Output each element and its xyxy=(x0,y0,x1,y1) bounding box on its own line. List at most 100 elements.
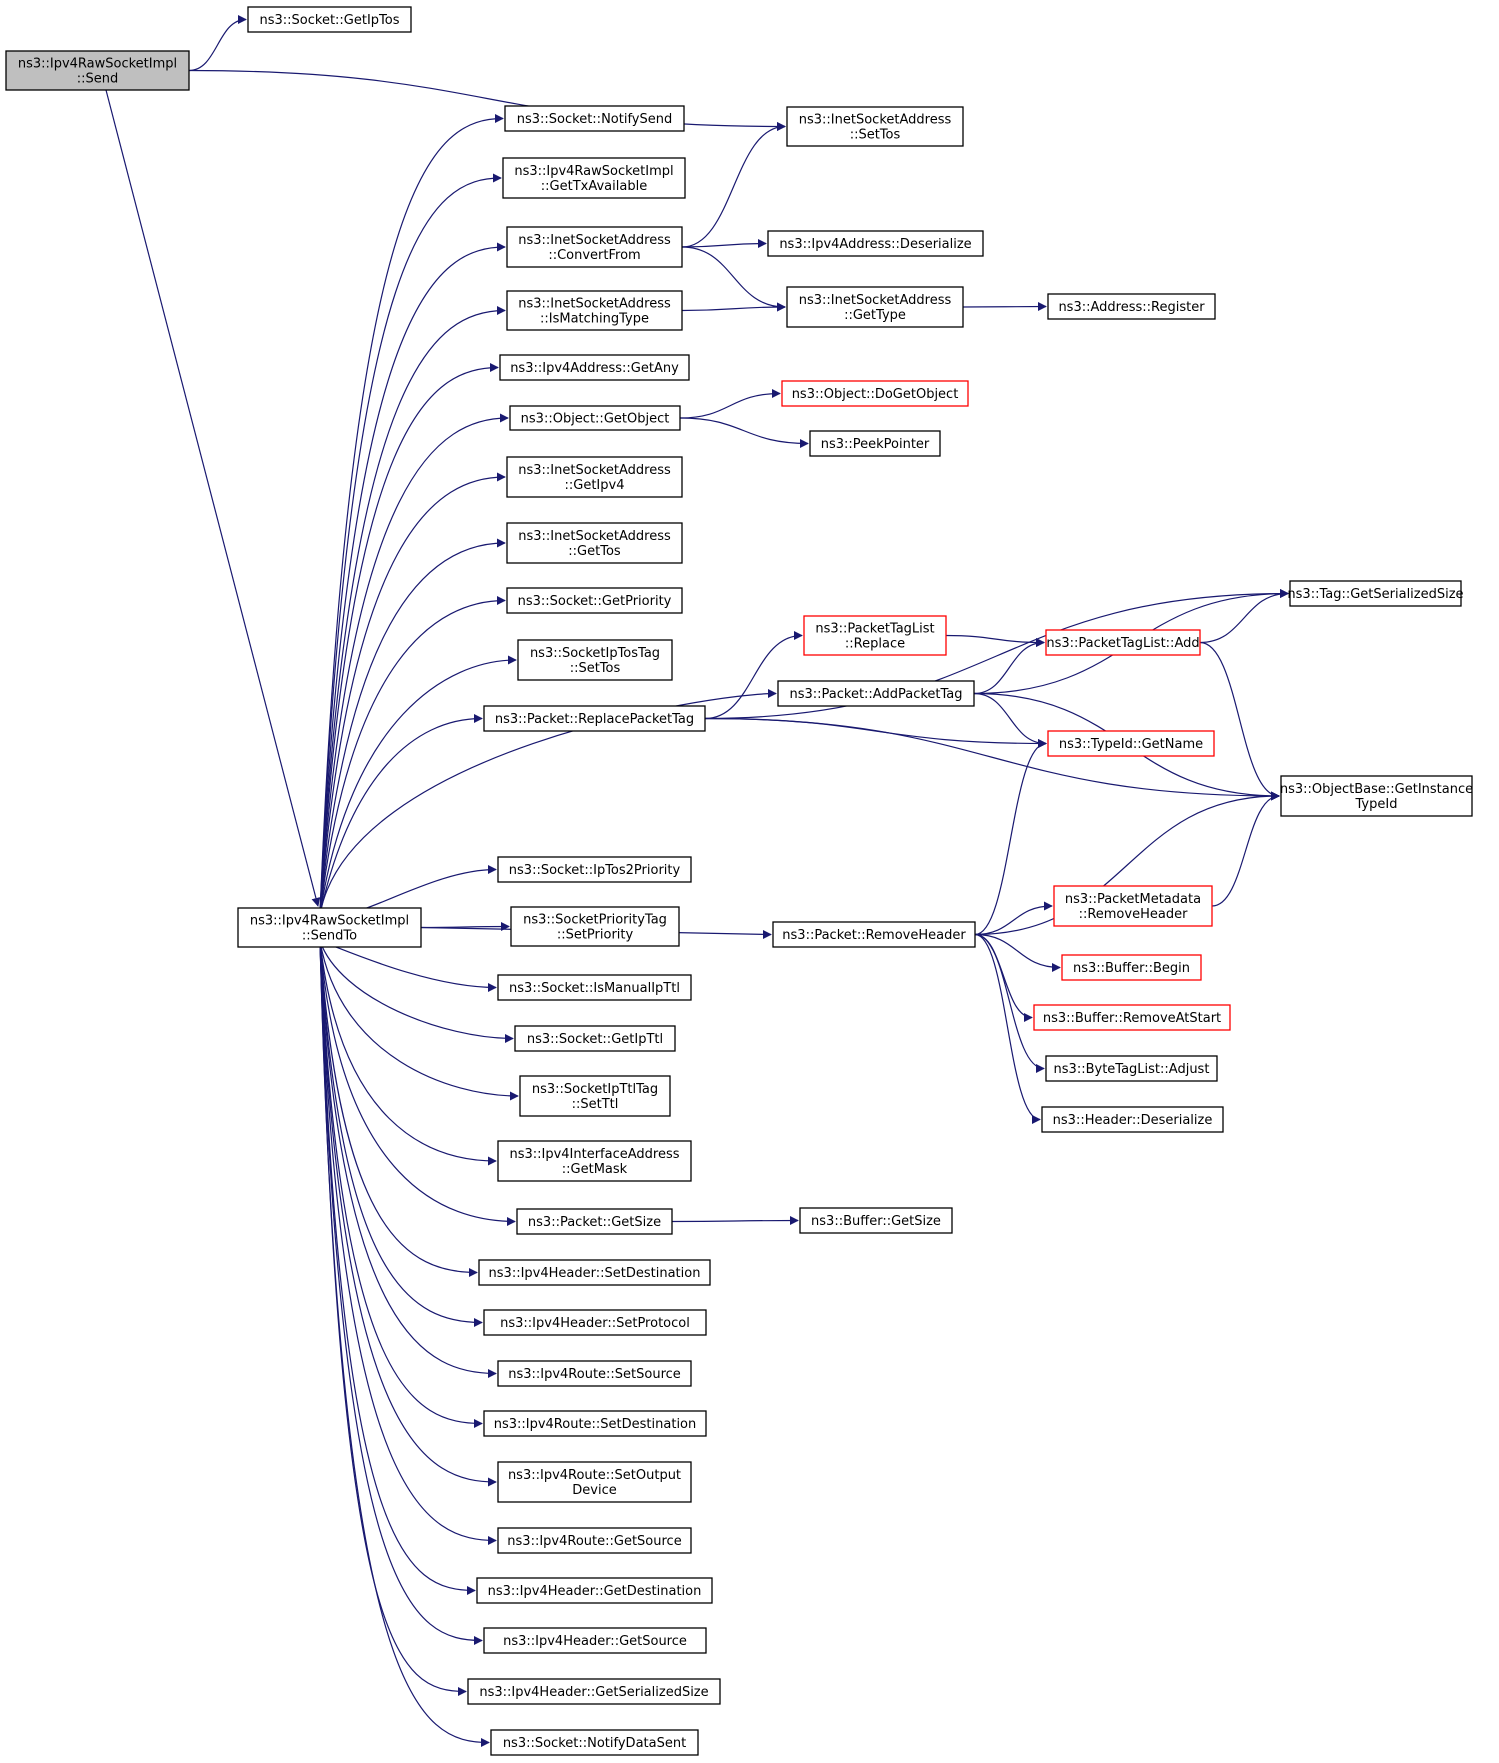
node-label: ns3::Packet::AddPacketTag xyxy=(789,687,962,702)
node-bufferbegin[interactable]: ns3::Buffer::Begin xyxy=(1061,954,1202,981)
edges xyxy=(105,15,1289,1747)
edge-sendto-to-packetgetsize xyxy=(319,940,516,1226)
node-getmask[interactable]: ns3::Ipv4InterfaceAddress::GetMask xyxy=(497,1140,692,1182)
node-label: ns3::Ipv4Route::SetSource xyxy=(508,1367,681,1382)
node-getiptos[interactable]: ns3::Socket::GetIpTos xyxy=(247,6,412,33)
node-routesetsource[interactable]: ns3::Ipv4Route::SetSource xyxy=(497,1360,692,1387)
edge-sendto-to-getobject xyxy=(319,413,509,915)
node-hdrgetsource[interactable]: ns3::Ipv4Header::GetSource xyxy=(483,1627,707,1654)
node-box xyxy=(1053,885,1213,927)
node-ismanualipttl[interactable]: ns3::Socket::IsManualIpTtl xyxy=(497,974,692,1001)
node-getipttl[interactable]: ns3::Socket::GetIpTtl xyxy=(514,1025,676,1052)
node-iptostagsettos[interactable]: ns3::SocketIpTosTag::SetTos xyxy=(517,639,673,681)
node-label: ::GetTxAvailable xyxy=(541,179,647,194)
node-label: ns3::Ipv4Header::SetDestination xyxy=(489,1266,701,1281)
edge-sendto-to-priotagsetprio xyxy=(420,922,510,932)
node-box xyxy=(497,1527,692,1554)
node-box xyxy=(1061,954,1202,981)
node-label: ::SendTo xyxy=(302,929,357,944)
node-label: ns3::Object::DoGetObject xyxy=(792,387,959,402)
edge-convertfrom-to-settos xyxy=(681,122,786,248)
node-box xyxy=(467,1678,721,1705)
node-box xyxy=(777,680,975,707)
node-label: ns3::Socket::GetPriority xyxy=(518,594,672,609)
node-ptladd[interactable]: ns3::PacketTagList::Add xyxy=(1045,629,1201,656)
node-label: ns3::Ipv4Route::SetDestination xyxy=(494,1417,697,1432)
edge-sendto-to-ismatching xyxy=(319,306,506,915)
node-box xyxy=(497,974,692,1001)
node-ipttltagsetttl[interactable]: ns3::SocketIpTtlTag::SetTtl xyxy=(519,1075,671,1117)
node-removeheader[interactable]: ns3::Packet::RemoveHeader xyxy=(772,921,976,948)
node-sendto[interactable]: ns3::Ipv4RawSocketImpl::SendTo xyxy=(237,907,422,948)
edge-getobject-to-peekpointer xyxy=(679,417,809,448)
node-box xyxy=(506,587,683,614)
node-removeatstart[interactable]: ns3::Buffer::RemoveAtStart xyxy=(1033,1004,1231,1031)
node-box xyxy=(767,230,984,257)
node-getany[interactable]: ns3::Ipv4Address::GetAny xyxy=(499,354,690,381)
node-notifysend[interactable]: ns3::Socket::NotifySend xyxy=(504,105,685,132)
node-box xyxy=(803,615,947,656)
node-box xyxy=(497,1461,692,1503)
node-getpriority[interactable]: ns3::Socket::GetPriority xyxy=(506,587,683,614)
node-convertfrom[interactable]: ns3::InetSocketAddress::ConvertFrom xyxy=(506,226,683,268)
node-peekpointer[interactable]: ns3::PeekPointer xyxy=(809,430,941,457)
node-ipv4deser[interactable]: ns3::Ipv4Address::Deserialize xyxy=(767,230,984,257)
node-addpackettag[interactable]: ns3::Packet::AddPacketTag xyxy=(777,680,975,707)
node-box xyxy=(809,430,941,457)
node-box xyxy=(1047,293,1216,320)
node-hdrgetdest[interactable]: ns3::Ipv4Header::GetDestination xyxy=(476,1577,713,1604)
node-typeidgetname[interactable]: ns3::TypeId::GetName xyxy=(1047,730,1215,757)
node-hdrgetser[interactable]: ns3::Ipv4Header::GetSerializedSize xyxy=(467,1678,721,1705)
node-gettos[interactable]: ns3::InetSocketAddress::GetTos xyxy=(506,522,683,564)
node-label: ::ConvertFrom xyxy=(548,248,640,263)
node-box xyxy=(497,1360,692,1387)
node-pmremoveheader[interactable]: ns3::PacketMetadata::RemoveHeader xyxy=(1053,885,1213,927)
node-label: ns3::Ipv4Header::GetSerializedSize xyxy=(479,1685,708,1700)
node-buffergetsize[interactable]: ns3::Buffer::GetSize xyxy=(799,1207,953,1234)
node-box xyxy=(483,1627,707,1654)
node-getobject[interactable]: ns3::Object::GetObject xyxy=(509,405,681,431)
edge-sendto-to-getpriority xyxy=(319,596,506,915)
node-headerdeser[interactable]: ns3::Header::Deserialize xyxy=(1041,1106,1224,1133)
node-label: ns3::SocketIpTtlTag xyxy=(532,1082,658,1097)
node-taggetser[interactable]: ns3::Tag::GetSerializedSize xyxy=(1287,580,1464,607)
node-label: ns3::PeekPointer xyxy=(821,437,930,452)
node-send[interactable]: ns3::Ipv4RawSocketImpl::Send xyxy=(5,50,190,91)
edge-sendto-to-notifydatasent xyxy=(319,940,490,1747)
node-packetgetsize[interactable]: ns3::Packet::GetSize xyxy=(516,1208,673,1235)
edge-sendto-to-hdrgetser xyxy=(319,940,467,1696)
node-box xyxy=(502,157,686,199)
node-notifydatasent[interactable]: ns3::Socket::NotifyDataSent xyxy=(490,1729,699,1756)
node-label: ns3::InetSocketAddress xyxy=(799,293,952,308)
node-setdestination[interactable]: ns3::Ipv4Header::SetDestination xyxy=(478,1259,711,1286)
node-iptos2prio[interactable]: ns3::Socket::IpTos2Priority xyxy=(497,856,692,883)
node-gettype[interactable]: ns3::InetSocketAddress::GetType xyxy=(786,286,964,328)
node-priotagsetprio[interactable]: ns3::SocketPriorityTag::SetPriority xyxy=(510,906,680,947)
node-replacepackettag[interactable]: ns3::Packet::ReplacePacketTag xyxy=(483,705,706,732)
node-routegetsource[interactable]: ns3::Ipv4Route::GetSource xyxy=(497,1527,692,1554)
node-register[interactable]: ns3::Address::Register xyxy=(1047,293,1216,320)
edge-removeheader-to-getinstancetypeid xyxy=(974,791,1280,936)
node-box xyxy=(509,405,681,431)
node-ptlreplace[interactable]: ns3::PacketTagList::Replace xyxy=(803,615,947,656)
node-label: ::Replace xyxy=(845,637,905,652)
node-settos[interactable]: ns3::InetSocketAddress::SetTos xyxy=(786,106,964,147)
node-label: ns3::Ipv4RawSocketImpl xyxy=(18,57,177,72)
node-btladjust[interactable]: ns3::ByteTagList::Adjust xyxy=(1045,1055,1218,1082)
node-box xyxy=(514,1025,676,1052)
node-label: ns3::Socket::IpTos2Priority xyxy=(509,863,681,878)
node-setprotocol[interactable]: ns3::Ipv4Header::SetProtocol xyxy=(483,1309,707,1336)
node-label: ::Send xyxy=(77,72,119,87)
node-box xyxy=(1047,730,1215,757)
node-box xyxy=(506,226,683,268)
node-getipv4[interactable]: ns3::InetSocketAddress::GetIpv4 xyxy=(506,456,683,498)
node-label: ns3::Socket::NotifyDataSent xyxy=(503,1736,686,1751)
node-gettxavail[interactable]: ns3::Ipv4RawSocketImpl::GetTxAvailable xyxy=(502,157,686,199)
node-dogetobject[interactable]: ns3::Object::DoGetObject xyxy=(781,380,969,407)
edge-sendto-to-getmask xyxy=(319,940,497,1166)
node-routesetdest[interactable]: ns3::Ipv4Route::SetDestination xyxy=(483,1410,707,1437)
node-ismatching[interactable]: ns3::InetSocketAddress::IsMatchingType xyxy=(506,290,683,331)
edge-sendto-to-getipv4 xyxy=(319,472,506,915)
